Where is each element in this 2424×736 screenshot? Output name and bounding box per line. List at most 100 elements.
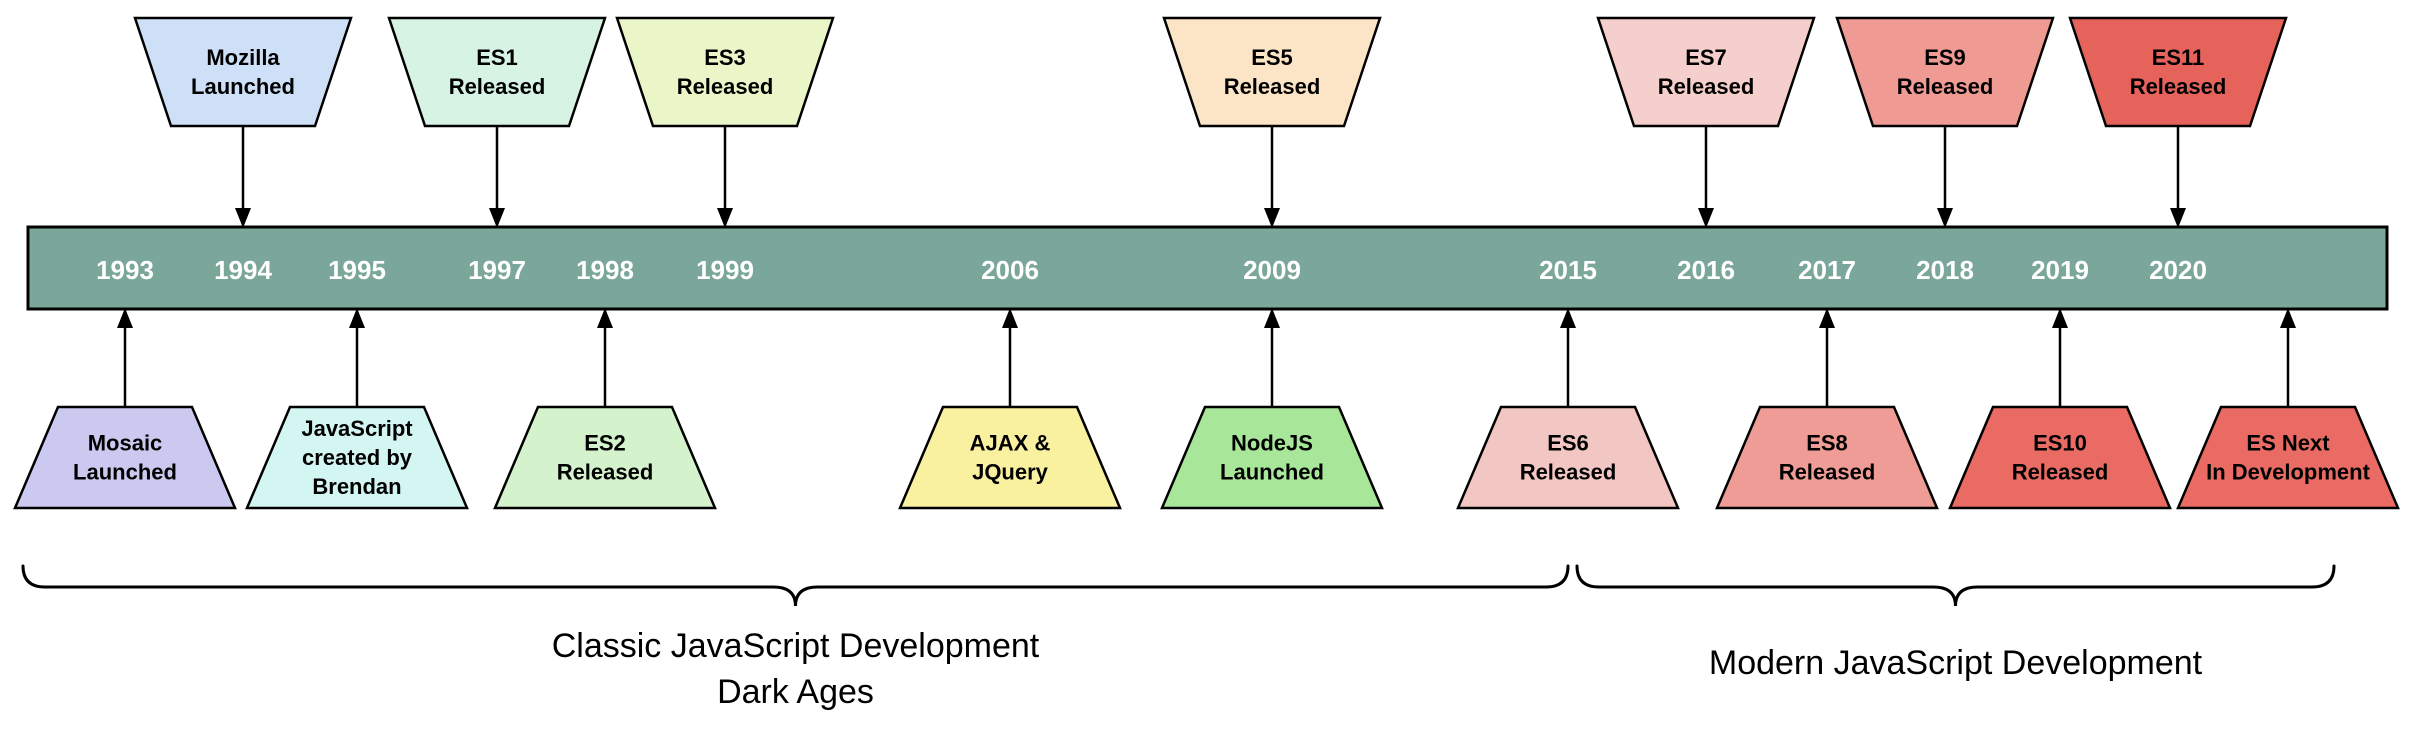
arrow-head-up-mosaic-launched [117,308,133,328]
arrow-head-up-nodejs-launched [1264,308,1280,328]
event-label-es3-released-line-1: ES3 [704,45,746,70]
arrow-head-down-es3-released [717,208,733,228]
event-shape-javascript-created-by-brendan [245,405,469,510]
event-label-es10-released-line-1: ES10 [2033,431,2087,456]
arrow-head-down-es9-released [1937,208,1953,228]
era-label-modern-line-1: Modern JavaScript Development [1708,644,2203,682]
event-label-es11-released-line-2: Released [2130,74,2227,99]
event-shape-es1-released [387,16,607,128]
arrow-head-up-ajax-jquery [1002,308,1018,328]
event-shape-es7-released [1596,16,1816,128]
year-label-1994: 1994 [214,255,272,285]
arrow-head-down-es11-released [2170,208,2186,228]
event-label-nodejs-launched-line-2: Launched [1220,460,1324,485]
event-javascript-created-by-brendan: JavaScript created by Brendan [245,308,469,510]
event-ajax-jquery: AJAX & JQuery [898,308,1122,510]
event-shape-mosaic-launched [13,405,237,510]
event-label-es1-released-line-2: Released [449,74,546,99]
arrow-head-up-es2-released [597,308,613,328]
event-label-javascript-created-by-brendan-line-2: created by [302,445,413,470]
year-label-1993: 1993 [96,255,154,285]
event-shape-nodejs-launched [1160,405,1384,510]
timeline-years: 1993 1994 1995 1997 1998 1999 2006 2009 2015 2016… [96,255,2207,285]
timeline-bar-rect [26,225,2389,311]
event-label-es9-released-line-1: ES9 [1924,45,1966,70]
event-shape-es5-released [1162,16,1382,128]
event-shape-mozilla-launched [133,16,353,128]
event-label-es10-released-line-2: Released [2012,460,2109,485]
event-label-javascript-created-by-brendan-line-3: Brendan [312,474,401,499]
event-shape-es11-released [2068,16,2288,128]
year-label-1997: 1997 [468,255,526,285]
era-label-modern: Modern JavaScript Development [1709,640,2202,686]
year-label-2006: 2006 [981,255,1039,285]
year-label-1998: 1998 [576,255,634,285]
arrow-head-up-javascript-created-by-brendan [349,308,365,328]
event-label-es3-released-line-2: Released [677,74,774,99]
events-above: MozillaLaunchedES1ReleasedES3ReleasedES5… [133,16,2288,228]
era-label-classic-line-1: Classic JavaScript Development [551,627,1040,665]
event-shape-es10-released [1948,405,2172,510]
event-label-es-next-in-development-line-1: ES Next [2246,431,2330,456]
timeline-bar [26,225,2389,311]
event-label-es-next-in-development-line-2: In Development [2206,460,2370,485]
event-shape-es-next-in-development [2176,405,2400,510]
era-label-classic: Classic JavaScript Development Dark Ages [552,623,1040,715]
event-label-es2-released-line-2: Released [557,460,654,485]
event-label-mozilla-launched-line-2: Launched [191,74,295,99]
event-label-javascript-created-by-brendan-line-1: JavaScript [301,416,413,441]
year-label-1999: 1999 [696,255,754,285]
event-label-es11-released-line-1: ES11 [2152,45,2205,70]
year-label-2017: 2017 [1798,255,1856,285]
era-label-classic-line-2: Dark Ages [717,673,874,711]
event-label-es7-released-line-2: Released [1658,74,1755,99]
era-braces [21,564,2336,607]
event-label-es5-released-line-2: Released [1224,74,1321,99]
event-label-nodejs-launched-line-1: NodeJS [1231,431,1313,456]
event-label-es8-released-line-1: ES8 [1806,431,1848,456]
event-es-next-in-development: ES Next In Development [2176,308,2400,510]
event-label-mozilla-launched-line-1: Mozilla [206,45,280,70]
era-brace-modern-javascript-development [1575,564,2336,607]
event-nodejs-launched: NodeJS Launched [1160,308,1384,510]
arrow-head-up-es6-released [1560,308,1576,328]
event-shape-es9-released [1835,16,2055,128]
event-label-ajax-jquery-line-1: AJAX & [970,431,1051,456]
year-label-2019: 2019 [2031,255,2089,285]
arrow-head-up-es8-released [1819,308,1835,328]
year-label-2018: 2018 [1916,255,1974,285]
year-label-1995: 1995 [328,255,386,285]
event-label-es2-released-line-1: ES2 [584,431,626,456]
event-label-es5-released-line-1: ES5 [1251,45,1293,70]
event-shape-es3-released [615,16,835,128]
event-label-ajax-jquery-line-2: JQuery [972,460,1049,485]
arrow-head-down-es7-released [1698,208,1714,228]
arrow-head-down-es5-released [1264,208,1280,228]
event-shape-es6-released [1456,405,1680,510]
year-label-2015: 2015 [1539,255,1597,285]
era-brace-classic-javascript-development-dark-ages [21,564,1570,607]
event-label-es6-released-line-1: ES6 [1547,431,1589,456]
year-label-2020: 2020 [2149,255,2207,285]
event-shape-es8-released [1715,405,1939,510]
year-label-2009: 2009 [1243,255,1301,285]
event-shape-es2-released [493,405,717,510]
year-label-2016: 2016 [1677,255,1735,285]
arrow-head-down-mozilla-launched [235,208,251,228]
arrow-head-up-es10-released [2052,308,2068,328]
event-label-mosaic-launched-line-2: Launched [73,460,177,485]
